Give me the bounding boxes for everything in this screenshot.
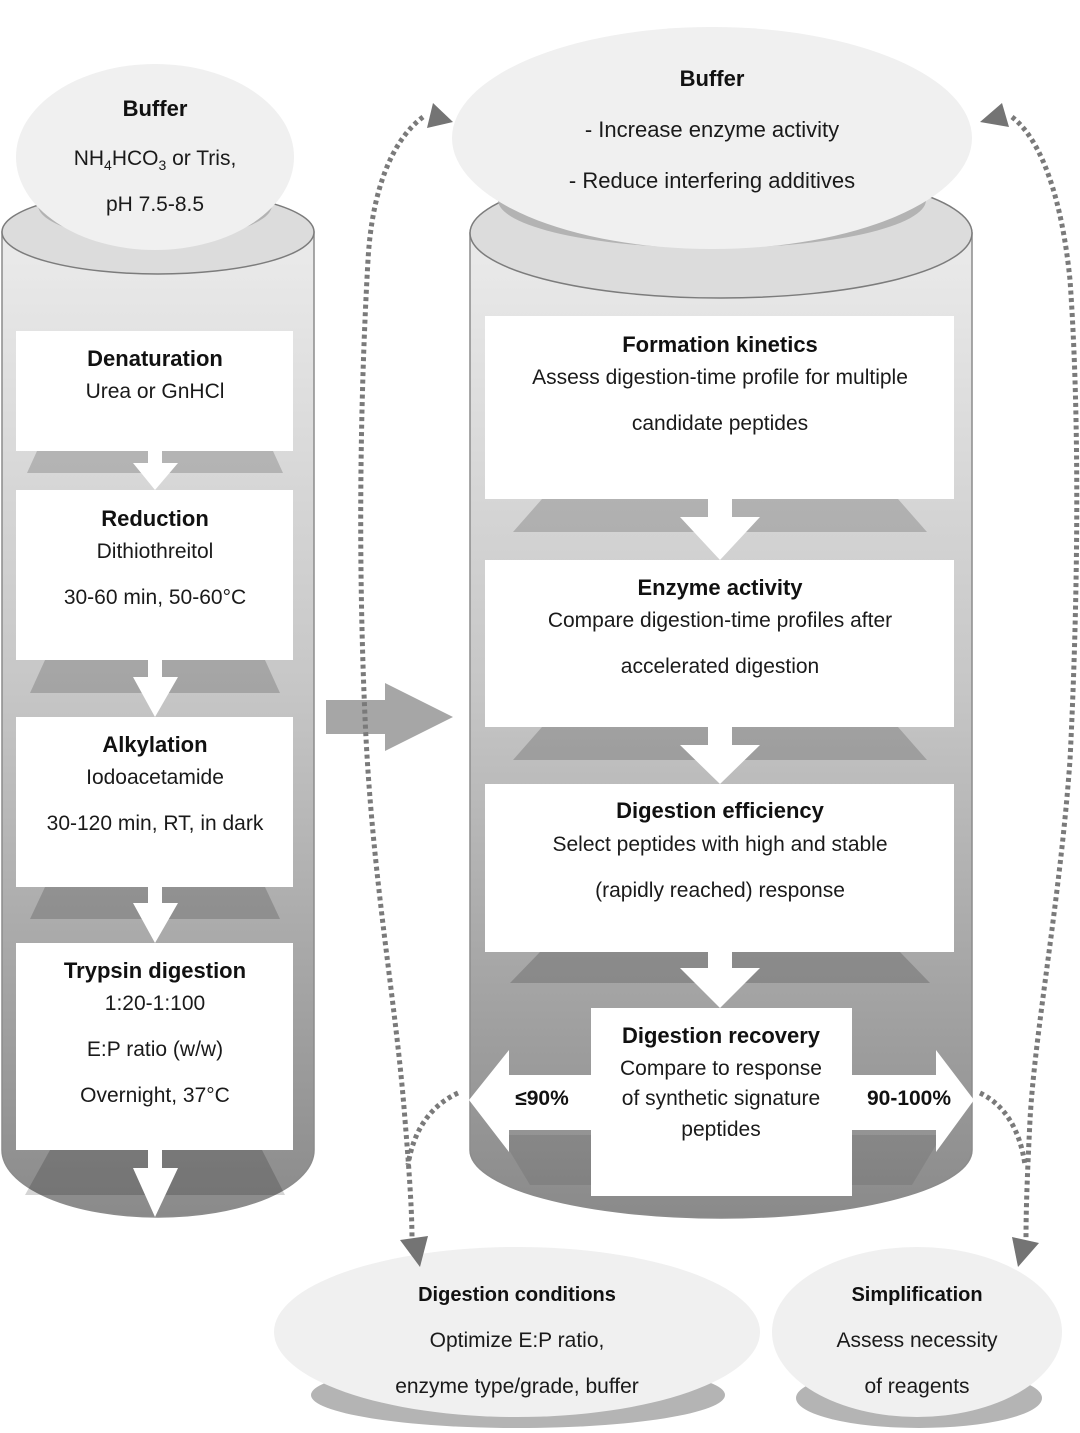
down-arrow-icon <box>680 499 760 560</box>
left-feedback-loop <box>358 103 460 1267</box>
step-box <box>485 316 954 499</box>
step-digestion-efficiency: Digestion efficiency Select peptides wit… <box>485 784 954 952</box>
step-box <box>16 717 293 887</box>
step-reduction: Reduction Dithiothreitol 30-60 min, 50-6… <box>16 490 293 660</box>
step-detail: 1:20-1:100 <box>105 992 205 1015</box>
step-detail: accelerated digestion <box>621 655 819 678</box>
step-title: Reduction <box>101 506 209 531</box>
left-connectors <box>25 451 285 1217</box>
step-box <box>16 490 293 660</box>
right-buffer-line: - Increase enzyme activity <box>585 117 839 142</box>
step-box <box>485 560 954 727</box>
outcome-detail: of reagents <box>864 1375 969 1398</box>
step-digestion-recovery: Digestion recovery Compare to response o… <box>469 1008 974 1196</box>
step-box <box>16 331 293 451</box>
down-arrow-icon <box>133 660 178 717</box>
left-buffer-title: Buffer <box>123 96 188 121</box>
outcome-title: Simplification <box>851 1284 982 1306</box>
step-title: Digestion efficiency <box>616 798 825 823</box>
down-arrow-icon <box>133 887 178 943</box>
down-arrow-icon <box>133 451 178 490</box>
outcome-title: Digestion conditions <box>418 1284 616 1306</box>
formula-part: NH <box>74 147 104 170</box>
arrowhead-icon <box>400 1236 428 1267</box>
step-detail: Dithiothreitol <box>97 540 214 563</box>
right-arrow-icon <box>851 1050 974 1152</box>
step-denaturation: Denaturation Urea or GnHCl <box>16 331 293 451</box>
arrowhead-icon <box>1012 1237 1039 1267</box>
right-buffer-title: Buffer <box>680 66 745 91</box>
down-arrow-icon <box>680 952 760 1008</box>
dotted-connector <box>405 1090 460 1166</box>
outcome-shape <box>772 1247 1062 1417</box>
step-title: Denaturation <box>87 346 223 371</box>
dotted-connector <box>358 114 425 1241</box>
step-title: Trypsin digestion <box>64 958 246 983</box>
arrowhead-icon <box>427 103 453 128</box>
step-detail: Assess digestion-time profile for multip… <box>532 366 908 389</box>
step-title: Alkylation <box>102 732 207 757</box>
step-box <box>16 943 293 1150</box>
left-buffer-line2: pH 7.5-8.5 <box>106 193 204 216</box>
outcome-detail: Assess necessity <box>836 1329 998 1352</box>
right-buffer-ellipse: Buffer - Increase enzyme activity - Redu… <box>452 27 972 249</box>
step-detail: Select peptides with high and stable <box>552 833 887 856</box>
formula-subscript: 3 <box>159 157 167 173</box>
step-enzyme-activity: Enzyme activity Compare digestion-time p… <box>485 560 954 727</box>
step-detail: Iodoacetamide <box>86 766 224 789</box>
arrow-shadow <box>852 1135 942 1185</box>
down-arrow-icon <box>133 1150 178 1217</box>
arrow-shadow <box>500 1135 591 1185</box>
dotted-connector <box>978 1090 1028 1166</box>
step-title: Enzyme activity <box>637 575 803 600</box>
step-detail: 30-60 min, 50-60°C <box>64 586 246 609</box>
right-arrow-icon <box>326 683 453 751</box>
step-detail: (rapidly reached) response <box>595 879 845 902</box>
step-formation-kinetics: Formation kinetics Assess digestion-time… <box>485 316 954 499</box>
right-buffer-line: - Reduce interfering additives <box>569 168 855 193</box>
formula-part: HCO <box>112 147 159 170</box>
down-arrow-icon <box>680 727 760 784</box>
outcome-simplification: Simplification Assess necessity of reage… <box>772 1247 1062 1428</box>
outcome-shape <box>274 1247 760 1417</box>
left-buffer-line1: NH4HCO3 or Tris, <box>74 147 237 173</box>
step-title: Digestion recovery <box>622 1023 821 1048</box>
step-box <box>591 1008 852 1196</box>
step-title: Formation kinetics <box>622 332 818 357</box>
step-detail: 30-120 min, RT, in dark <box>47 812 264 835</box>
arrowhead-icon <box>980 103 1009 127</box>
right-feedback-loop <box>978 103 1080 1267</box>
right-connectors <box>500 499 942 1185</box>
outcome-digestion-conditions: Digestion conditions Optimize E:P ratio,… <box>274 1247 760 1428</box>
step-detail: E:P ratio (w/w) <box>87 1038 223 1061</box>
step-trypsin-digestion: Trypsin digestion 1:20-1:100 E:P ratio (… <box>16 943 293 1150</box>
left-arrow-icon <box>469 1050 592 1152</box>
step-detail: of synthetic signature <box>622 1087 820 1110</box>
recovery-low-label: ≤90% <box>515 1087 569 1110</box>
dotted-connector <box>1010 115 1080 1239</box>
step-detail: candidate peptides <box>632 412 808 435</box>
step-alkylation: Alkylation Iodoacetamide 30-120 min, RT,… <box>16 717 293 887</box>
right-buffer-shape <box>452 27 972 249</box>
recovery-high-label: 90-100% <box>867 1087 951 1110</box>
formula-subscript: 4 <box>104 157 112 173</box>
outcome-detail: Optimize E:P ratio, <box>430 1329 605 1352</box>
left-buffer-ellipse: Buffer NH4HCO3 or Tris, pH 7.5-8.5 <box>16 64 294 250</box>
step-box <box>485 784 954 952</box>
step-detail: peptides <box>681 1118 760 1141</box>
formula-part: or Tris, <box>166 147 236 170</box>
outcome-detail: enzyme type/grade, buffer <box>395 1375 639 1398</box>
step-detail: Compare digestion-time profiles after <box>548 609 892 632</box>
step-detail: Urea or GnHCl <box>86 380 225 403</box>
left-buffer-shape <box>16 64 294 250</box>
step-detail: Overnight, 37°C <box>80 1084 230 1107</box>
step-detail: Compare to response <box>620 1057 822 1080</box>
